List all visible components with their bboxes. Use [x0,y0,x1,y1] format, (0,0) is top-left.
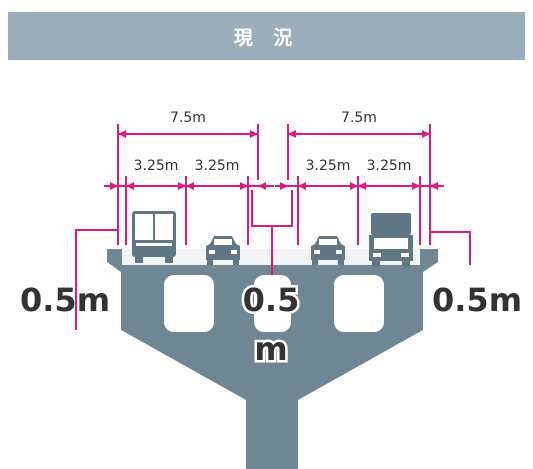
label-shoulder-left: 0.5m [20,281,110,319]
label-shoulder-right: 0.5m [432,281,522,319]
label-left-7-5m: 7.5m [170,110,206,126]
deck-hollows [164,275,384,332]
deck-hollow-1 [164,275,214,332]
label-right-7-5m: 7.5m [341,110,377,126]
truck-icon [132,211,176,263]
label-lane-4: 3.25m [367,158,412,174]
car-icon [206,236,240,265]
label-lane-1: 3.25m [134,158,179,174]
deck-hollow-3 [334,275,384,332]
car-icon [311,236,345,265]
label-median-line2: m [254,330,287,368]
header-title: 現 況 [233,26,300,49]
dimension-arrowheads [110,130,438,190]
label-lane-2: 3.25m [195,158,240,174]
label-median-line1: 0.5 [243,281,300,319]
section-header: 現 況 [8,12,525,60]
truck-icon [369,213,413,267]
deck-hollow-2 [254,275,291,332]
label-lane-3: 3.25m [306,158,351,174]
